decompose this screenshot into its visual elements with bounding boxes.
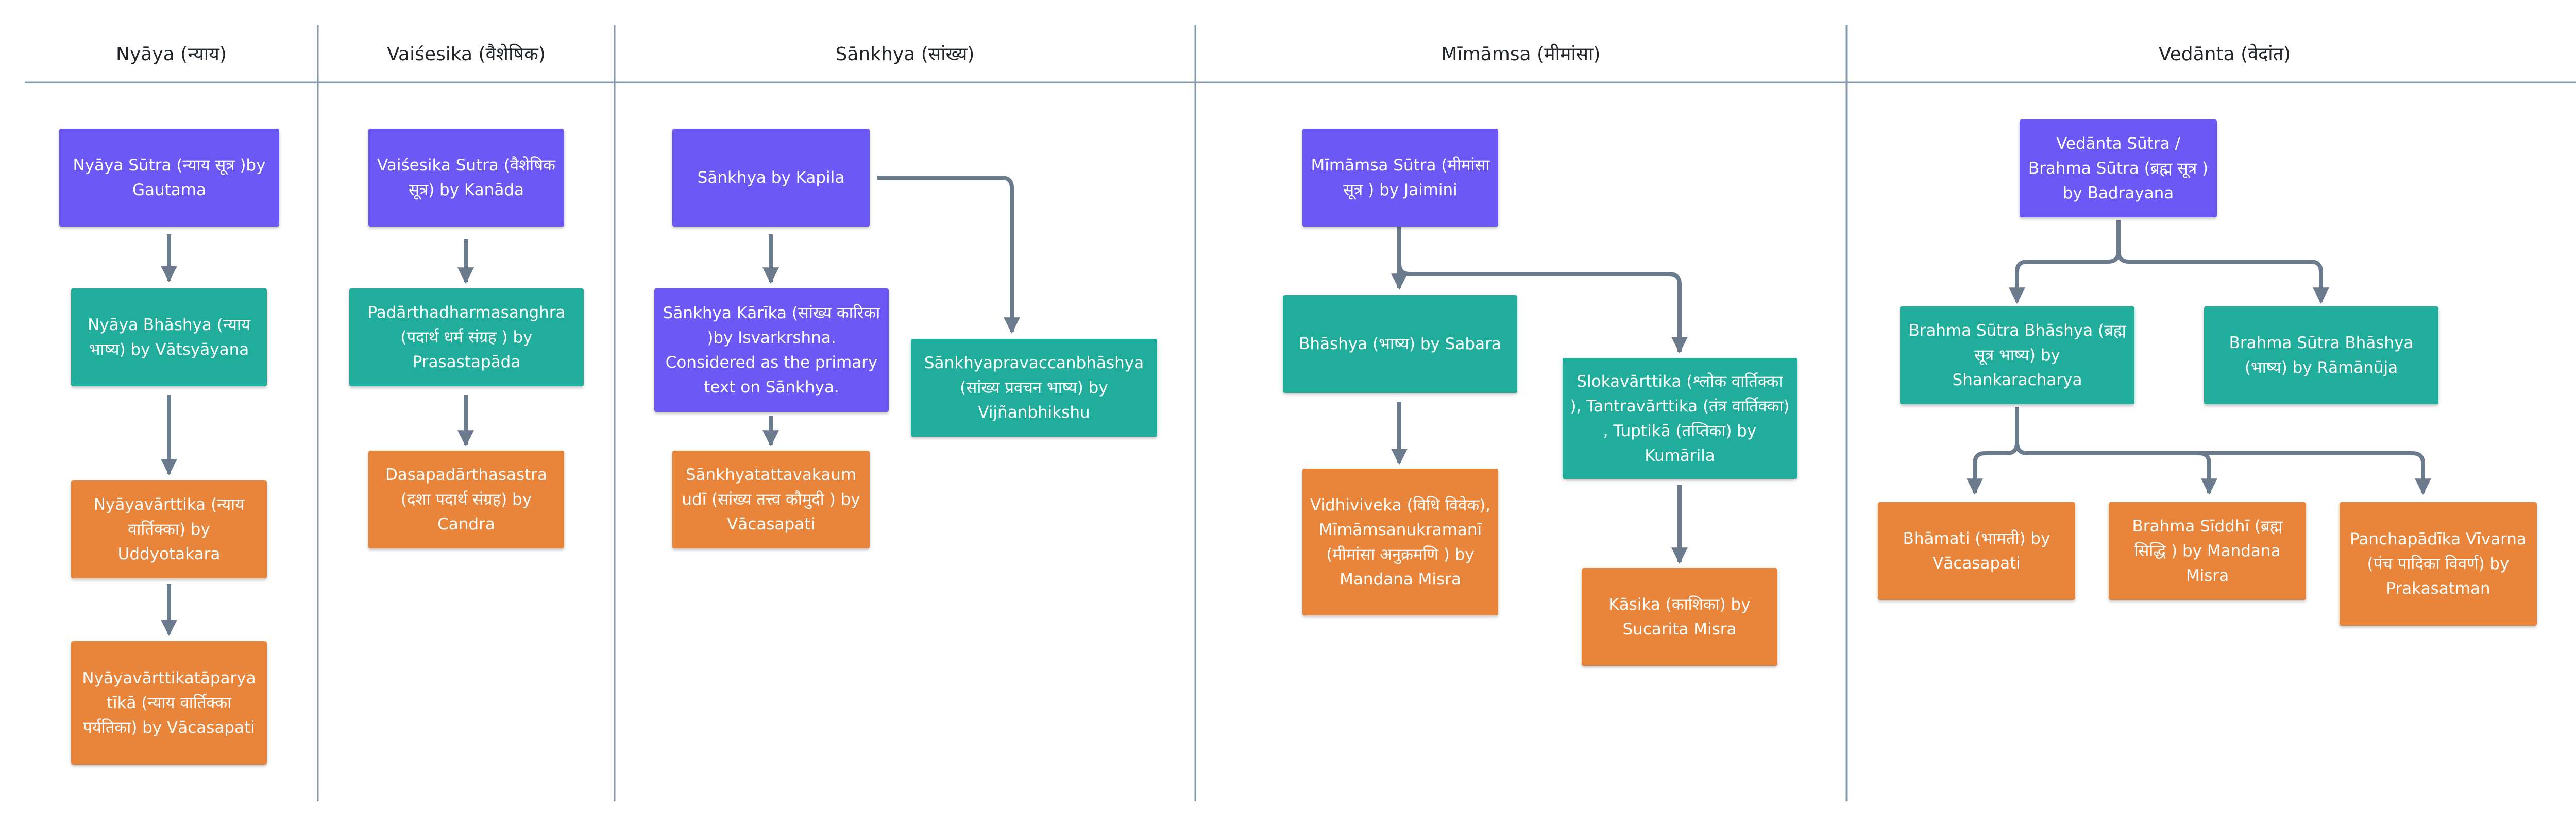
edge-kapila-pravacana (877, 176, 1020, 334)
node-bhashya-sabara[interactable]: Bhāshya (भाष्य) by Sabara (1283, 295, 1517, 393)
edge-vedanta-shankara (2009, 220, 2121, 304)
node-label: Vaiśesika Sutra (वैशेषिक सूत्र) by Kanād… (377, 156, 555, 199)
node-padartha-dharma[interactable]: Padārthadharmasanghra (पदार्थ धर्म संग्र… (349, 288, 584, 386)
node-label: Sānkhyatattavakaum udī (सांख्य तत्त्व कौ… (682, 466, 860, 534)
node-brahma-siddhi[interactable]: Brahma Sīddhī (ब्रह्म सिद्धि ) by Mandan… (2109, 502, 2306, 600)
node-label: Vedānta Sūtra / Brahma Sūtra (ब्रह्म सूत… (2028, 134, 2209, 202)
node-label: Nyāyavārttika (न्याय वार्तिक्का) by Uddy… (93, 495, 245, 563)
node-label: Bhāmati (भामती) by Vācasapati (1903, 529, 2050, 573)
node-nyaya-bhashya[interactable]: Nyāya Bhāshya (न्याय भाष्य) by Vātsyāyan… (71, 288, 267, 386)
node-dasapadartha[interactable]: Dasapadārthasastra (दशा पदार्थ संग्रह) b… (368, 451, 564, 548)
node-label: Dasapadārthasastra (दशा पदार्थ संग्रह) b… (385, 466, 548, 534)
edge-mimamsa-slokavarttika (1397, 225, 1688, 354)
node-label: Panchapādīka Vīvarna (पंच पादिका विवर्ण)… (2350, 530, 2527, 598)
node-slokavarttika[interactable]: Slokavārttika (श्लोक वार्तिक्का ), Tantr… (1563, 358, 1797, 479)
node-label: Sānkhyapravaccanbhāshya (सांख्य प्रवचन भ… (924, 354, 1144, 422)
node-label: Nyāya Sūtra (न्याय सूत्र )by Gautama (73, 156, 266, 199)
node-label: Brahma Sīddhī (ब्रह्म सिद्धि ) by Mandan… (2132, 517, 2283, 585)
node-mimamsa-sutra[interactable]: Mīmāmsa Sūtra (मीमांसा सूत्र ) by Jaimin… (1302, 129, 1498, 227)
node-label: Vidhiviveka (विधि विवेक), Mīmāmsanukrama… (1310, 495, 1491, 589)
node-label: Kāsika (काशिका) by Sucarita Misra (1608, 595, 1751, 639)
node-nyaya-sutra[interactable]: Nyāya Sūtra (न्याय सूत्र )by Gautama (59, 129, 279, 227)
node-sankhya-karika[interactable]: Sānkhya Kārīka (सांख्य कारिका )by Isvark… (654, 288, 889, 412)
node-sankhya-pravacana[interactable]: Sānkhyapravaccanbhāshya (सांख्य प्रवचन भ… (911, 339, 1157, 437)
node-label: Brahma Sūtra Bhāshya (ब्रह्म सूत्र भाष्य… (1908, 321, 2126, 389)
edge-shankara-brahma-siddhi (2015, 407, 2217, 495)
node-label: Nyāya Bhāshya (न्याय भाष्य) by Vātsyāyan… (88, 316, 250, 359)
column-header-sankhya: Sānkhya (सांख्य) (835, 43, 975, 65)
node-vedanta-sutra[interactable]: Vedānta Sūtra / Brahma Sūtra (ब्रह्म सूत… (2020, 119, 2217, 217)
node-vaisesika-sutra[interactable]: Vaiśesika Sutra (वैशेषिक सूत्र) by Kanād… (368, 129, 564, 227)
node-label: Brahma Sūtra Bhāshya (भाष्य) by Rāmānūja (2229, 334, 2414, 377)
edge-vedanta-ramanuja (2116, 220, 2329, 304)
node-bs-bhashya-shankara[interactable]: Brahma Sūtra Bhāshya (ब्रह्म सूत्र भाष्य… (1900, 306, 2134, 404)
connectors (161, 176, 2431, 636)
column-dividers (25, 25, 2576, 801)
node-bs-bhashya-ramanuja[interactable]: Brahma Sūtra Bhāshya (भाष्य) by Rāmānūja (2204, 306, 2438, 404)
edge-shankara-bhamati (1967, 407, 2019, 495)
node-label: Bhāshya (भाष्य) by Sabara (1299, 335, 1501, 353)
node-vidhiviveka[interactable]: Vidhiviveka (विधि विवेक), Mīmāmsanukrama… (1302, 469, 1498, 615)
node-bhamati[interactable]: Bhāmati (भामती) by Vācasapati (1878, 502, 2075, 600)
edge-shankara-panchapadika (2015, 407, 2431, 495)
node-label: Nyāyavārttikatāparya tīkā (न्याय वार्तिक… (82, 669, 256, 737)
node-sankhya-tattva[interactable]: Sānkhyatattavakaum udī (सांख्य तत्त्व कौ… (672, 451, 870, 548)
column-header-mimamsa: Mīmāmsa (मीमांसा) (1441, 43, 1601, 65)
node-label: Sānkhya by Kapila (697, 168, 845, 187)
node-panchapadika[interactable]: Panchapādīka Vīvarna (पंच पादिका विवर्ण)… (2340, 502, 2537, 626)
node-label: Padārthadharmasanghra (पदार्थ धर्म संग्र… (367, 303, 566, 371)
column-header-nyaya: Nyāya (न्याय) (116, 43, 227, 65)
node-label: Mīmāmsa Sūtra (मीमांसा सूत्र ) by Jaimin… (1311, 156, 1490, 199)
column-header-vaisesika: Vaiśesika (वैशेषिक) (387, 43, 546, 65)
node-nyaya-varttika[interactable]: Nyāyavārttika (न्याय वार्तिक्का) by Uddy… (71, 480, 267, 578)
node-sankhya-kapila[interactable]: Sānkhya by Kapila (672, 129, 870, 227)
node-label: Slokavārttika (श्लोक वार्तिक्का ), Tantr… (1570, 372, 1790, 465)
column-header-vedanta: Vedānta (वेदांत) (2158, 43, 2291, 65)
node-label: Sānkhya Kārīka (सांख्य कारिका )by Isvark… (663, 304, 880, 397)
node-kasika[interactable]: Kāsika (काशिका) by Sucarita Misra (1582, 568, 1777, 666)
node-nyaya-varttika-tatparya[interactable]: Nyāyavārttikatāparya tīkā (न्याय वार्तिक… (71, 641, 267, 765)
